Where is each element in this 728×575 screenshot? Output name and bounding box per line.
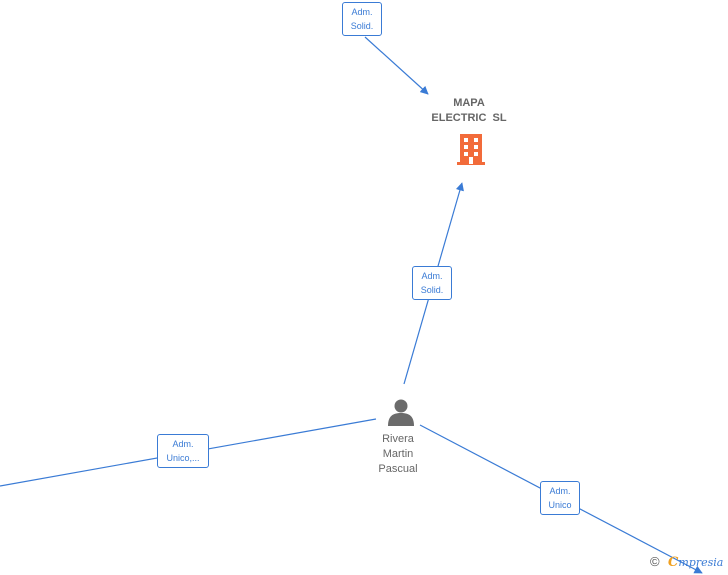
role-left-line2: Unico,... bbox=[166, 453, 200, 463]
brand-first-letter: C bbox=[668, 555, 679, 570]
building-icon[interactable] bbox=[457, 134, 485, 165]
company-name-line1: MAPA bbox=[453, 97, 485, 109]
role-box-bottom-right[interactable]: Adm. Unico bbox=[540, 481, 580, 515]
person-name-line1: Rivera bbox=[382, 433, 414, 445]
role-box-middle[interactable]: Adm. Solid. bbox=[412, 266, 452, 300]
brand-rest: mpresia bbox=[678, 556, 724, 569]
person-name[interactable]: Rivera Martin Pascual bbox=[358, 432, 438, 477]
role-middle-line2: Solid. bbox=[420, 285, 444, 295]
company-name[interactable]: MAPA ELECTRIC SL bbox=[419, 96, 519, 126]
company-name-line2: ELECTRIC SL bbox=[431, 112, 507, 124]
role-box-left[interactable]: Adm. Unico,... bbox=[157, 434, 209, 468]
role-top-line2: Solid. bbox=[350, 21, 374, 31]
person-icon[interactable] bbox=[388, 399, 414, 427]
role-middle-line1: Adm. bbox=[421, 271, 443, 281]
edge-top-to-company bbox=[364, 36, 429, 95]
role-left-line1: Adm. bbox=[172, 439, 194, 449]
role-top-line1: Adm. bbox=[351, 7, 373, 17]
person-name-line2: Martin bbox=[382, 448, 414, 460]
role-box-top[interactable]: Adm. Solid. bbox=[342, 2, 382, 36]
role-bottom-right-line1: Adm. bbox=[549, 486, 571, 496]
copyright-symbol: © bbox=[650, 554, 660, 569]
role-bottom-right-line2: Unico bbox=[548, 500, 572, 510]
person-name-line3: Pascual bbox=[378, 463, 418, 475]
empresia-logo[interactable]: Cmpresia bbox=[668, 555, 723, 570]
